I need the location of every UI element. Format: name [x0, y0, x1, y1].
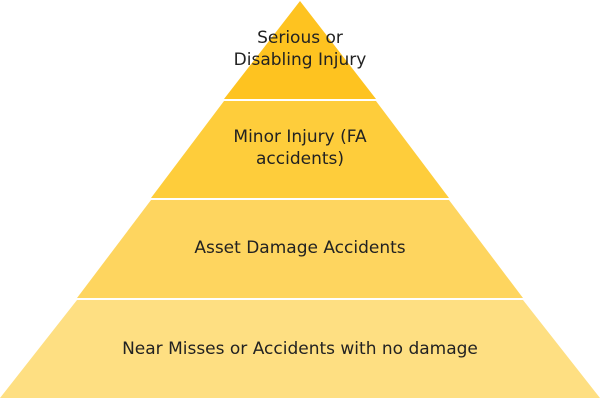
- label-line: Disabling Injury: [233, 50, 367, 70]
- layer-label-asset-damage: Asset Damage Accidents: [0, 237, 600, 259]
- label-line: Serious or: [257, 28, 343, 48]
- label-line: Near Misses or Accidents with no damage: [122, 339, 478, 359]
- label-line: Minor Injury (FA: [233, 127, 367, 147]
- pyramid-layer-near-misses: [0, 300, 600, 398]
- label-line: accidents): [255, 149, 344, 169]
- layer-label-minor-injury: Minor Injury (FA accidents): [0, 126, 600, 170]
- layer-label-near-misses: Near Misses or Accidents with no damage: [0, 338, 600, 360]
- pyramid-layer-serious-injury: [224, 1, 376, 99]
- pyramid-layer-asset-damage: [77, 200, 523, 298]
- pyramid-layer-minor-injury: [151, 101, 449, 198]
- label-line: Asset Damage Accidents: [194, 238, 406, 258]
- layer-label-serious-injury: Serious or Disabling Injury: [0, 27, 600, 71]
